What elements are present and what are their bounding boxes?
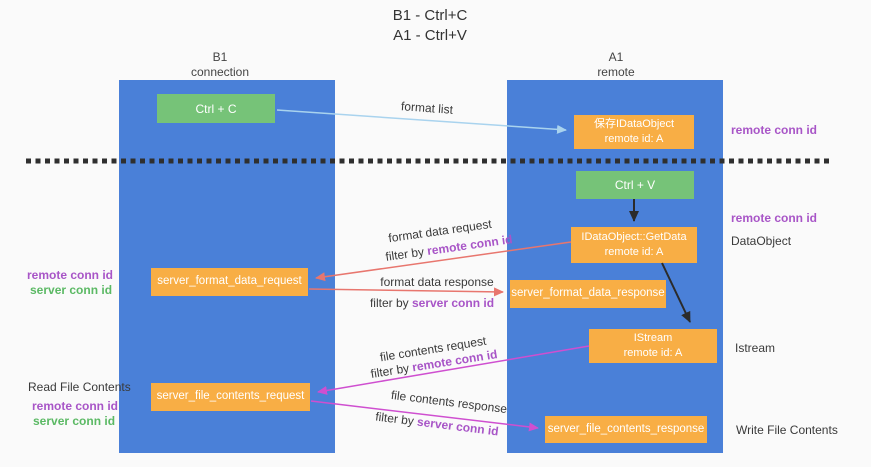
title-line-1: B1 - Ctrl+C [392,7,468,24]
istream-line1: IStream [633,332,673,345]
getdata-line2: remote id: A [604,246,664,258]
server-conn-id-text: server conn id [416,414,500,439]
lane-header-b1: B1 connection [150,50,290,80]
server-format-data-response-node: server_format_data_response [510,280,666,308]
server-conn-id-label-bottom-left: server conn id [33,414,116,428]
diagram-title: B1 - Ctrl+C A1 - Ctrl+V [280,6,580,46]
lane-b1-name: B1 [212,50,228,64]
format-data-response-label: format data response [380,275,494,289]
file-contents-response-label: file contents response [390,387,508,417]
filter-by-text: filter by [384,244,429,264]
format-list-label: format list [400,99,454,117]
ctrl-v-node: Ctrl + V [576,171,694,199]
lane-b1-subtitle: connection [190,65,250,79]
filter-by-server-conn-id-label-2: filter by server conn id [375,409,500,438]
istream-line2: remote id: A [623,347,683,359]
save-idataobject-node: 保存IDataObject remote id: A [574,115,694,149]
idataobject-getdata-node: IDataObject::GetData remote id: A [571,227,697,263]
remote-conn-id-label-top-right: remote conn id [731,123,818,137]
server-format-data-request-label: server_format_data_request [157,275,302,288]
read-file-contents-label: Read File Contents [28,380,131,394]
title-line-2: A1 - Ctrl+V [393,27,467,44]
lane-a1-name: A1 [608,50,624,64]
server-conn-id-label-mid-left: server conn id [30,283,113,297]
server-format-data-request-node: server_format_data_request [151,268,308,296]
filter-by-text: filter by [374,409,418,429]
ctrl-c-label: Ctrl + C [195,101,237,116]
ctrl-c-node: Ctrl + C [157,94,275,123]
filter-by-server-conn-id-label-1: filter by server conn id [370,296,494,310]
server-file-contents-response-node: server_file_contents_response [545,416,707,443]
server-file-contents-request-node: server_file_contents_request [151,383,310,411]
write-file-contents-label: Write File Contents [736,423,838,437]
server-file-contents-request-label: server_file_contents_request [156,390,305,403]
save-idataobject-line1: 保存IDataObject [593,118,675,131]
remote-conn-id-label-bottom-left: remote conn id [32,399,119,413]
save-idataobject-line2: remote id: A [604,133,664,145]
remote-conn-id-label-mid-left: remote conn id [27,268,114,282]
filter-by-text: filter by [369,296,412,310]
ctrl-v-label: Ctrl + V [614,178,656,192]
lane-a1-subtitle: remote [597,65,635,79]
dataobject-label: DataObject [731,234,792,248]
server-conn-id-text: server conn id [411,296,495,310]
lane-header-a1: A1 remote [546,50,686,80]
format-data-response-arrow [308,287,504,297]
getdata-line1: IDataObject::GetData [581,231,687,244]
filter-by-text: filter by [369,360,414,381]
istream-side-label: Istream [735,341,776,355]
istream-node: IStream remote id: A [589,329,717,363]
remote-conn-id-label-mid-right: remote conn id [731,211,818,225]
server-format-data-response-label: server_format_data_response [511,287,665,300]
server-file-contents-response-label: server_file_contents_response [547,422,705,435]
